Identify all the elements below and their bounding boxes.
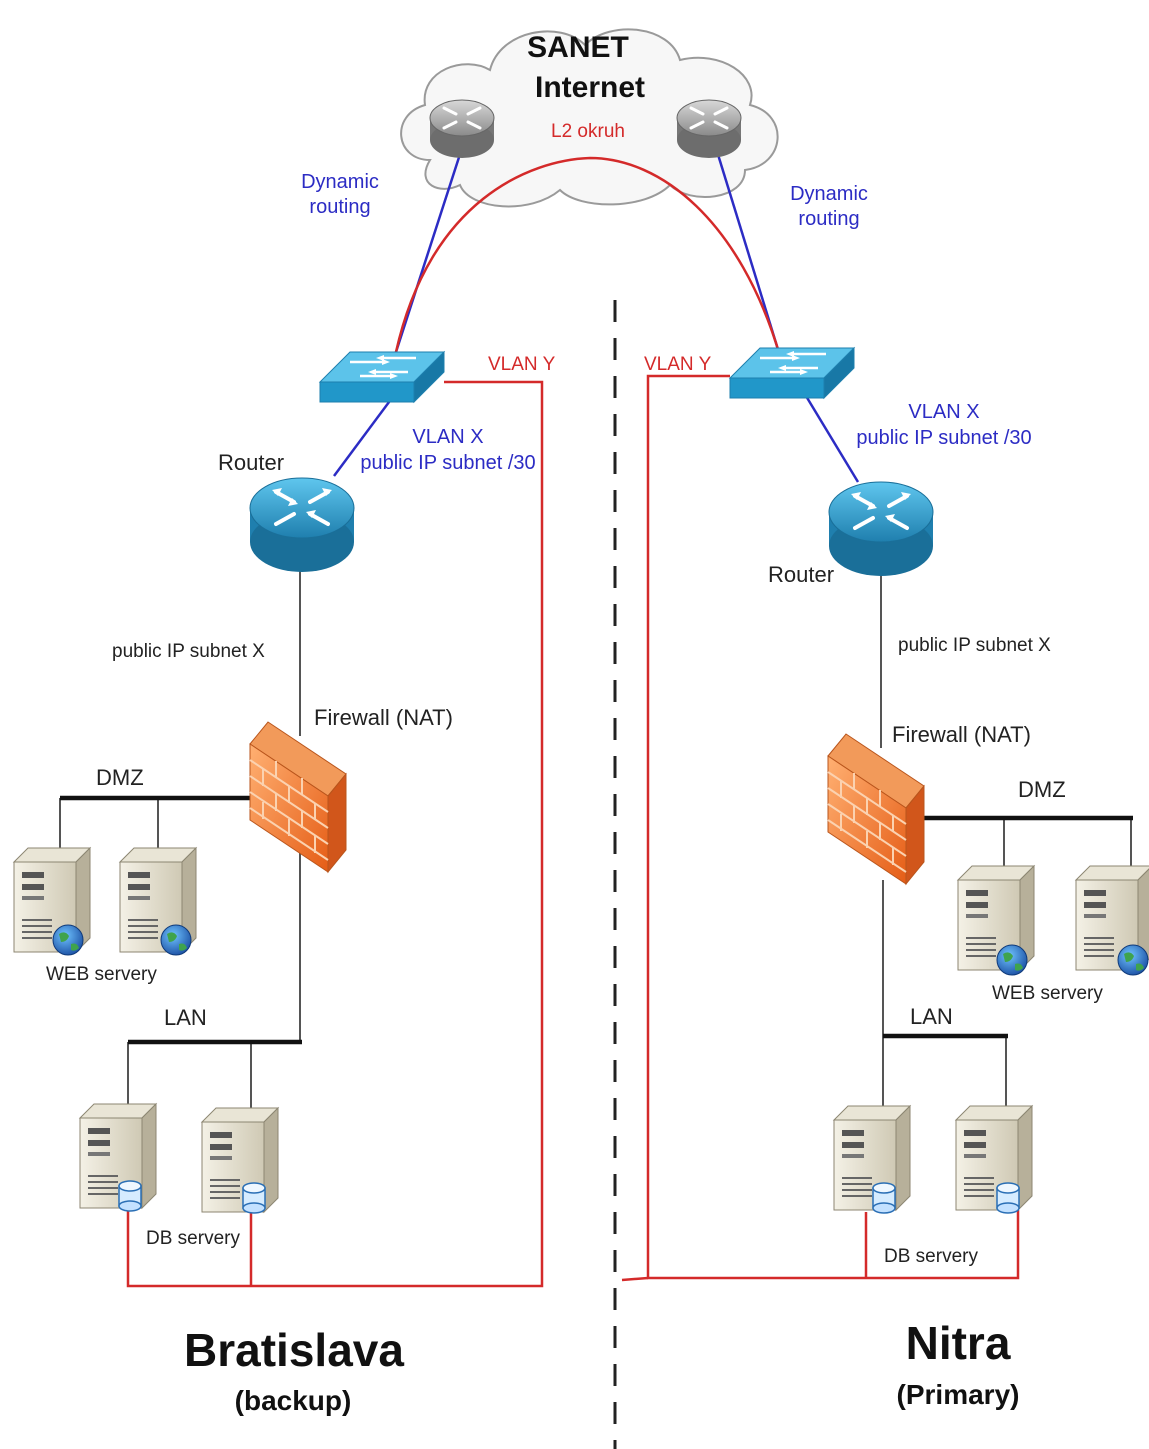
segment-bars [60, 795, 1133, 1045]
vlan-y-right-label: VLAN Y [644, 354, 712, 375]
database-icon [996, 1182, 1020, 1214]
l2-okruh-link [394, 156, 782, 357]
web-servers-right-label: WEB servery [992, 983, 1103, 1004]
cloud-title-line1: SANET [527, 31, 629, 64]
vlan-y-left-label: VLAN Y [488, 354, 556, 375]
vlan-x-left-label: VLAN X [412, 426, 483, 448]
vlan-x-left-subnet-label: public IP subnet /30 [360, 452, 535, 474]
database-icon [872, 1182, 896, 1214]
db-server-right-2-icon [955, 1105, 1033, 1211]
firewall-right-icon [827, 733, 925, 885]
dmz-left-label: DMZ [96, 765, 144, 790]
site-left-role: (backup) [235, 1385, 352, 1416]
public-subnet-right-label: public IP subnet X [898, 635, 1051, 656]
lan-left-label: LAN [164, 1005, 207, 1030]
firewall-right-label: Firewall (NAT) [892, 722, 1031, 747]
lan-right-label: LAN [910, 1004, 953, 1029]
dynamic-routing-left-label: Dynamic [301, 171, 379, 193]
router-left-icon [248, 476, 356, 574]
dynamic-routing-left-label-2: routing [309, 196, 370, 218]
database-icon [242, 1182, 266, 1214]
internet-cloud [400, 28, 779, 208]
dynamic-routing-right-label: Dynamic [790, 183, 868, 205]
vlan-x-right-subnet-label: public IP subnet /30 [856, 427, 1031, 449]
db-server-left-1-icon [79, 1103, 157, 1209]
sanet-router-left-icon [428, 98, 496, 160]
router-left-label: Router [218, 450, 284, 475]
firewall-left-icon [249, 721, 347, 873]
cloud-title-line2: Internet [535, 71, 645, 104]
web-servers-left-label: WEB servery [46, 964, 157, 985]
vlan-x-right-label: VLAN X [908, 401, 979, 423]
globe-icon [160, 924, 192, 956]
db-servers-right-label: DB servery [884, 1246, 978, 1267]
db-server-right-1-icon [833, 1105, 911, 1211]
public-subnet-left-label: public IP subnet X [112, 641, 265, 662]
globe-icon [996, 944, 1028, 976]
vlan-y-links [126, 374, 1020, 1288]
globe-icon [1117, 944, 1149, 976]
switch-left-icon [318, 350, 446, 404]
dmz-right-label: DMZ [1018, 777, 1066, 802]
sanet-router-right-icon [675, 98, 743, 160]
dynamic-routing-right-label-2: routing [798, 208, 859, 230]
switch-right-icon [728, 346, 856, 400]
db-servers-left-label: DB servery [146, 1228, 240, 1249]
site-right-role: (Primary) [897, 1379, 1020, 1410]
l2-link-label: L2 okruh [551, 121, 625, 142]
router-right-icon [827, 480, 935, 578]
site-left-city: Bratislava [184, 1324, 404, 1376]
globe-icon [52, 924, 84, 956]
database-icon [118, 1180, 142, 1212]
site-right-city: Nitra [906, 1317, 1011, 1369]
router-right-label: Router [768, 562, 834, 587]
db-server-left-2-icon [201, 1107, 279, 1213]
firewall-left-label: Firewall (NAT) [314, 705, 453, 730]
